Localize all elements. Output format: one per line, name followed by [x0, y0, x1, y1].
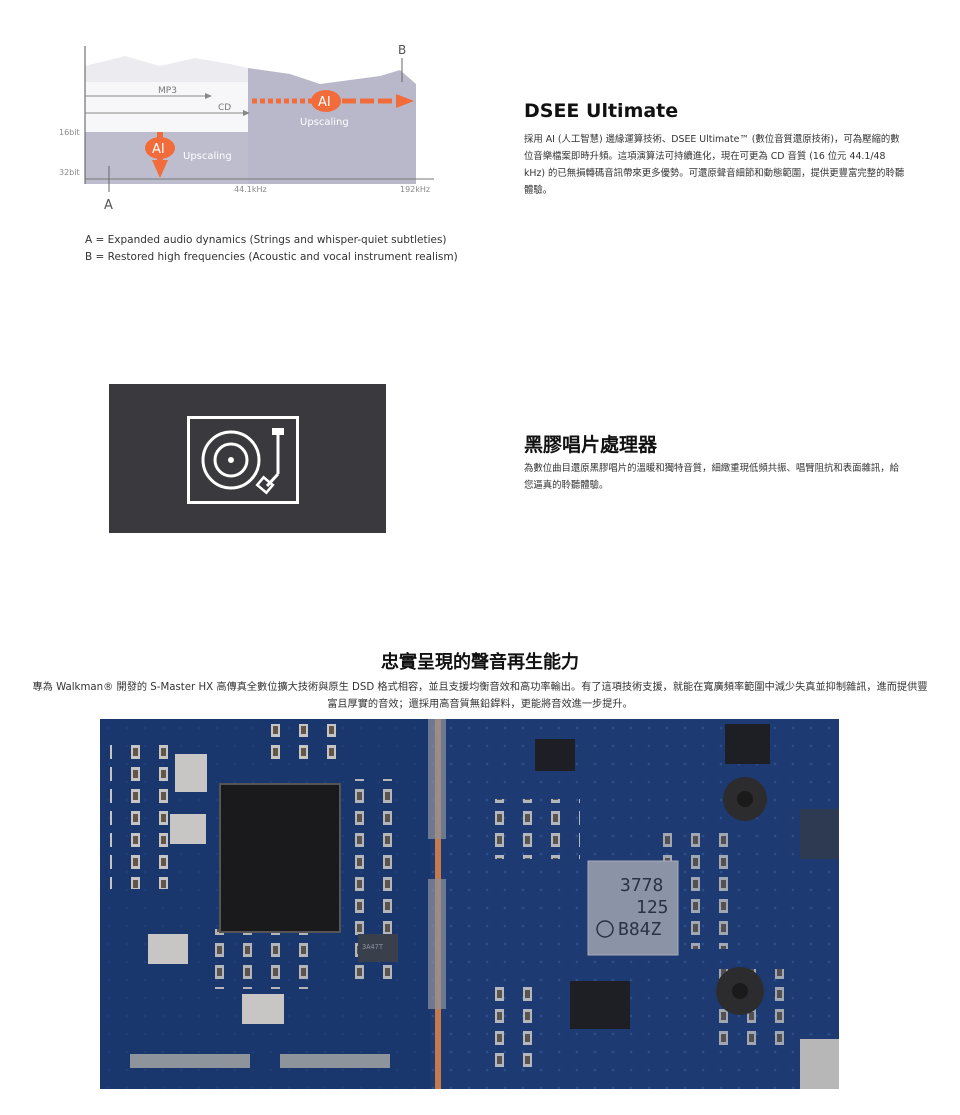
- dsee-diagram: B A MP3 CD AI Upscaling AI Upscaling 16b…: [59, 43, 434, 213]
- circuit-board-image: 3778 125 B84Z 3A47T: [100, 719, 839, 1089]
- vinyl-image: [109, 384, 386, 533]
- mp3-arrowhead: [205, 93, 212, 99]
- small-chip-text: 3A47T: [362, 943, 384, 951]
- chip-text-line-2: 125: [636, 897, 669, 918]
- fidelity-description: 專為 Walkman® 開發的 S-Master HX 高傳真全數位擴大技術與原…: [32, 682, 928, 710]
- ai-vertical-arrow: AI: [145, 132, 175, 178]
- upscaling-label-vertical: Upscaling: [183, 151, 232, 162]
- fidelity-title: 忠實呈現的聲音再生能力: [381, 652, 579, 673]
- ai-label-vertical: AI: [152, 142, 165, 157]
- legend-a: A = Expanded audio dynamics (Strings and…: [85, 234, 447, 246]
- vinyl-title: 黑膠唱片處理器: [524, 434, 658, 456]
- mp3-label: MP3: [158, 86, 177, 96]
- dsee-description: 採用 AI (人工智慧) 邊緣運算技術、DSEE Ultimate™ (數位音質…: [524, 134, 905, 196]
- legend-b: B = Restored high frequencies (Acoustic …: [85, 251, 458, 263]
- chip-text-line-1: 3778: [620, 875, 663, 896]
- y-label-32bit: 32bit: [59, 168, 80, 177]
- vinyl-description: 為數位曲目還原黑膠唱片的溫暖和獨特音質，細緻重現低頻共振、唱臂阻抗和表面雜訊，給…: [524, 463, 900, 491]
- cd-arrowhead: [243, 110, 250, 116]
- ai-label-horizontal: AI: [318, 95, 331, 110]
- dsee-title: DSEE Ultimate: [524, 100, 679, 122]
- turntable-icon: [187, 416, 299, 504]
- label-a: A: [104, 198, 113, 213]
- x-label-44khz: 44.1kHz: [234, 185, 267, 194]
- y-label-16bit: 16bit: [59, 128, 80, 137]
- diagram-white-zone: [85, 82, 248, 132]
- x-label-192khz: 192kHz: [400, 185, 430, 194]
- upscaling-label-horizontal: Upscaling: [300, 117, 349, 128]
- ai-horizontal-arrow: AI: [252, 90, 414, 112]
- cd-label: CD: [218, 103, 231, 113]
- label-b: B: [398, 43, 406, 57]
- chip-text-line-3: B84Z: [618, 919, 662, 940]
